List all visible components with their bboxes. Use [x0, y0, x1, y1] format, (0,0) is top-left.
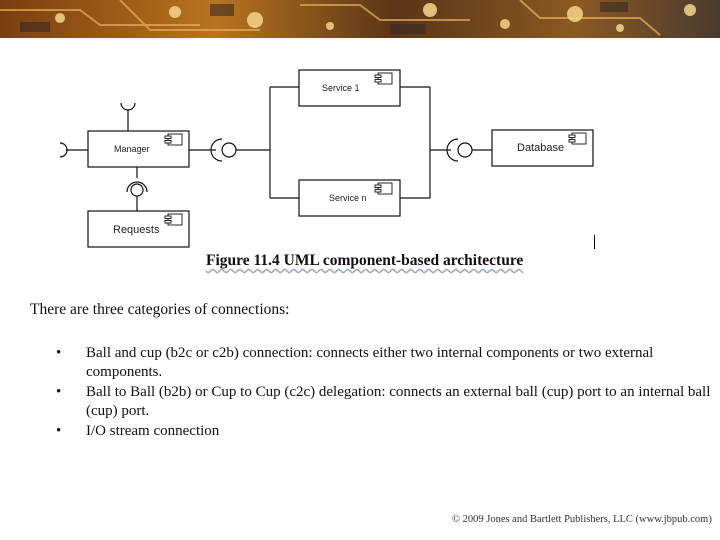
- list-item: Ball and cup (b2c or c2b) connection: co…: [52, 344, 716, 382]
- requests-label: Requests: [113, 224, 160, 236]
- component-icon: [374, 182, 393, 195]
- manager-services-cup: [210, 138, 223, 162]
- servicen-label: Service n: [329, 193, 367, 203]
- external-cup-left: [59, 142, 68, 158]
- database-component: Database: [491, 129, 594, 167]
- list-item: Ball to Ball (b2b) or Cup to Cup (c2c) d…: [52, 383, 716, 421]
- manager-top-cup: [120, 102, 136, 111]
- text-cursor: [594, 235, 595, 249]
- circuit-board-banner: [0, 0, 720, 38]
- component-icon: [164, 213, 183, 226]
- manager-requests-cup: [126, 181, 148, 193]
- services-database-cup: [446, 138, 459, 162]
- database-ball: [457, 142, 473, 158]
- requests-component: Requests: [87, 210, 190, 248]
- component-icon: [164, 133, 183, 146]
- database-label: Database: [517, 142, 564, 154]
- connection-categories-list: Ball and cup (b2c or c2b) connection: co…: [52, 344, 716, 442]
- component-icon: [374, 72, 393, 85]
- services-ball: [221, 142, 237, 158]
- uml-component-diagram: Manager Requests Service 1 Service n Dat…: [59, 69, 594, 248]
- figure-caption: Figure 11.4 UML component-based architec…: [206, 252, 523, 270]
- list-item: I/O stream connection: [52, 422, 716, 441]
- service1-component: Service 1: [298, 69, 401, 107]
- manager-label: Manager: [114, 144, 150, 154]
- figure-caption-text: Figure 11.4 UML component-based architec…: [206, 252, 524, 269]
- service1-label: Service 1: [322, 83, 360, 93]
- copyright-footer: © 2009 Jones and Bartlett Publishers, LL…: [452, 514, 712, 525]
- intro-text: There are three categories of connection…: [30, 301, 290, 318]
- manager-component: Manager: [87, 130, 190, 168]
- servicen-component: Service n: [298, 179, 401, 217]
- requests-ball: [130, 183, 144, 197]
- component-icon: [568, 132, 587, 145]
